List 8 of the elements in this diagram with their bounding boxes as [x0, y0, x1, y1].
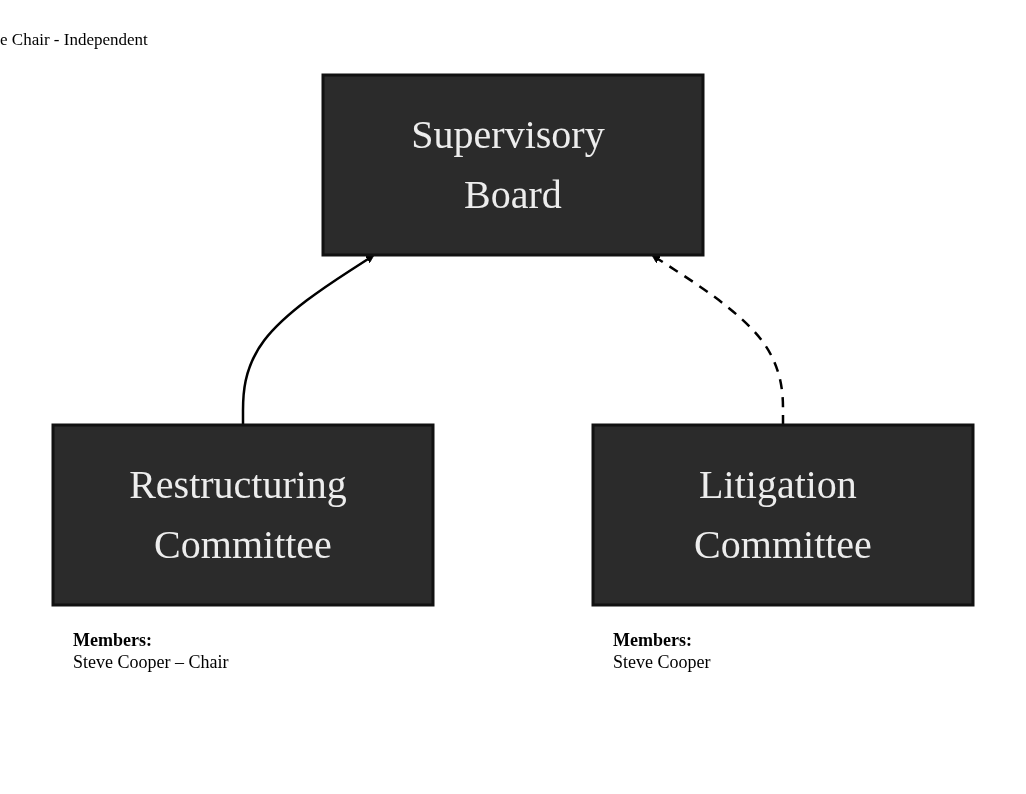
member-name: Steve Cooper – Chair — [73, 651, 229, 672]
note-text: e Chair - Independent — [0, 30, 148, 50]
node-box: Supervisory Board — [321, 73, 705, 257]
member-name: Steve Cooper — [613, 651, 711, 672]
members-heading: Members: — [613, 630, 693, 652]
members-heading: Members: — [73, 630, 153, 652]
node-box: Litigation Committee — [591, 423, 975, 607]
node-box: Restructuring Committee — [51, 423, 435, 607]
